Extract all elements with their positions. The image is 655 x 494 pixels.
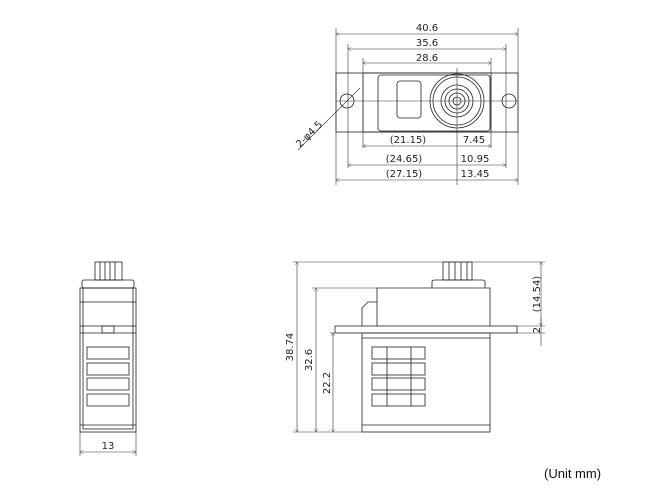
dim-flange-thickness: 2 [532,327,543,333]
dim-d1-left: (21.15) [390,135,427,146]
unit-label: (Unit mm) [544,466,602,481]
top-view: 40.6 35.6 28.6 (21.15) 7.45 (24.65) 10.9… [294,23,519,185]
dim-hole: 2-φ4.5 [294,119,325,150]
front-view: 13 [79,261,137,456]
dim-overall: 40.6 [416,23,438,34]
dim-upper: (14.54) [532,276,543,313]
dim-d2-left: (24.65) [386,154,423,165]
dim-d1-right: 7.45 [463,135,485,146]
dim-body: 28.6 [416,53,438,64]
dim-d3-left: (27.15) [386,169,423,180]
dim-width: 13 [102,441,115,452]
side-view: 38.74 32.6 22.2 (14.54) 2 [285,261,545,433]
dim-total-height: 38.74 [285,333,296,362]
dim-d2-right: 10.95 [461,154,490,165]
label-rows [371,346,426,407]
dim-body-height: 32.6 [304,349,315,371]
dim-mount: 35.6 [416,38,438,49]
dim-d3-right: 13.45 [461,169,490,180]
dim-flange-height: 22.2 [322,372,333,394]
